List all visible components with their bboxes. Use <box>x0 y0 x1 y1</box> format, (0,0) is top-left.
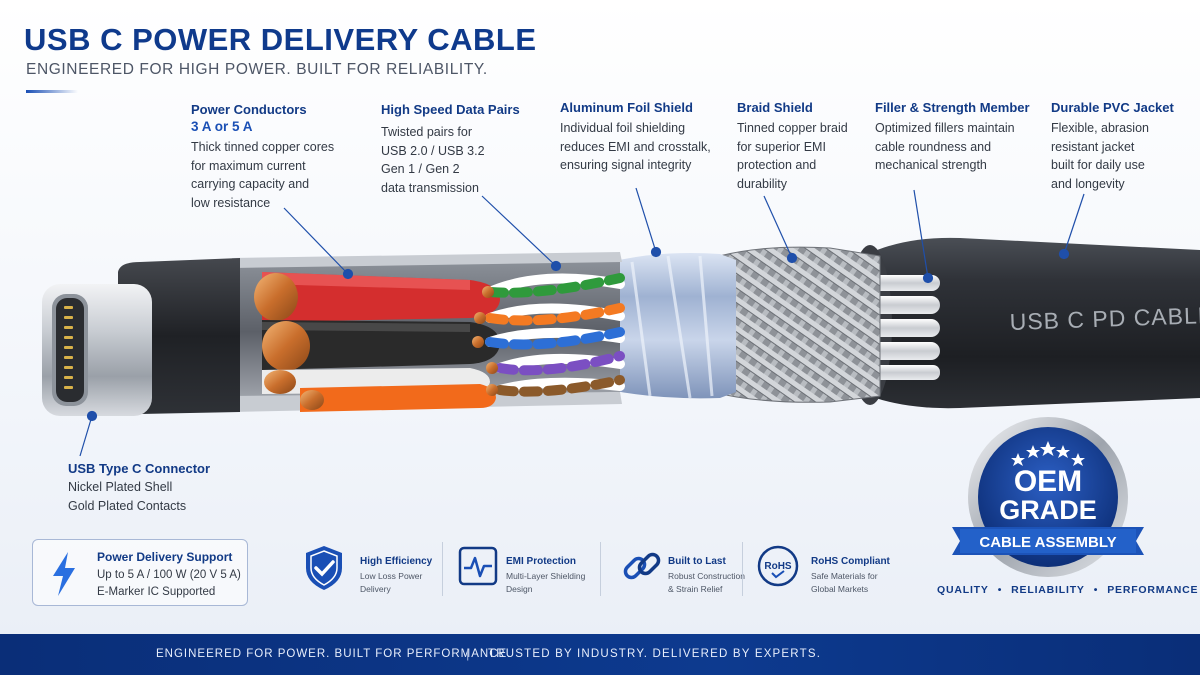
feature-high-efficiency: High Efficiency Low Loss Power Delivery <box>302 542 452 606</box>
oem-grade-badge: OEM GRADE CABLE ASSEMBLY <box>952 417 1144 577</box>
callout-title: Aluminum Foil Shield <box>560 100 693 115</box>
callout-line: for superior EMI <box>737 139 826 154</box>
braid-shield <box>712 247 880 403</box>
lightning-bolt-icon <box>53 552 75 596</box>
pd-spec: Up to 5 A / 100 W (20 V 5 A) <box>97 569 241 581</box>
callout-title: Power Conductors <box>191 102 307 117</box>
callout-line: Tinned copper braid <box>737 121 848 135</box>
feature-title: High Efficiency <box>360 556 433 567</box>
pvc-jacket <box>860 237 1200 409</box>
callout-line: Flexible, abrasion <box>1051 121 1149 135</box>
callout-line: Optimized fillers maintain <box>875 121 1015 135</box>
callout-line: and longevity <box>1051 176 1125 191</box>
feature-rohs: RoHS RoHS Compliant Safe Materials for G… <box>756 542 896 606</box>
pd-title: Power Delivery Support <box>97 550 233 564</box>
pulse-monitor-icon <box>458 546 498 586</box>
page-subtitle: ENGINEERED FOR HIGH POWER. BUILT FOR REL… <box>26 61 488 78</box>
rohs-icon-text: RoHS <box>764 561 792 572</box>
footer-right-text: TRUSTED BY INDUSTRY. DELIVERED BY EXPERT… <box>488 648 822 660</box>
power-conductors <box>254 272 500 412</box>
callout-line: low resistance <box>191 195 271 210</box>
feature-divider <box>442 542 443 596</box>
feature-desc: Robust Construction <box>668 571 746 581</box>
badge-oem: OEM <box>1014 465 1082 498</box>
callout-connector: USB Type C Connector Nickel Plated Shell… <box>68 461 210 515</box>
feature-desc: Safe Materials for <box>811 571 878 581</box>
callout-title: Braid Shield <box>737 100 813 115</box>
callout-line: cable roundness and <box>875 139 992 154</box>
pd-emarker: E-Marker IC Supported <box>97 586 216 598</box>
callout-line: Thick tinned copper cores <box>191 140 335 154</box>
callout-line: mechanical strength <box>875 158 987 172</box>
badge-grade: GRADE <box>999 495 1097 525</box>
feature-title: RoHS Compliant <box>811 556 890 567</box>
callout-braid-shield: Braid Shield Tinned copper braid for sup… <box>737 100 848 193</box>
feature-desc: Global Markets <box>811 584 869 594</box>
badge-stars <box>1011 441 1085 466</box>
footer-separator: | <box>466 646 470 661</box>
callout-line: built for daily use <box>1051 158 1145 172</box>
callout-line: protection and <box>737 158 817 172</box>
footer-bar: ENGINEERED FOR POWER. BUILT FOR PERFORMA… <box>0 634 1200 675</box>
callout-line: carrying capacity and <box>191 177 310 191</box>
rohs-badge-icon: RoHS <box>757 545 799 587</box>
callout-title: High Speed Data Pairs <box>381 102 520 117</box>
feature-desc: Low Loss Power <box>360 571 423 581</box>
page-title: USB C POWER DELIVERY CABLE <box>24 22 537 57</box>
callout-line: data transmission <box>381 180 479 195</box>
tag-dot: • <box>1093 584 1099 596</box>
feature-desc: Design <box>506 584 533 594</box>
feature-desc: & Strain Relief <box>668 584 723 594</box>
callout-title: Durable PVC Jacket <box>1051 100 1174 115</box>
feature-title: Built to Last <box>668 556 726 567</box>
callout-line: Gen 1 / Gen 2 <box>381 162 460 176</box>
callout-line: resistant jacket <box>1051 139 1135 154</box>
feature-divider <box>742 542 743 596</box>
feature-desc: Delivery <box>360 584 391 594</box>
callout-line: reduces EMI and crosstalk, <box>560 139 711 154</box>
callout-line: Gold Plated Contacts <box>68 498 187 513</box>
data-pairs <box>485 273 625 397</box>
callout-title: USB Type C Connector <box>68 461 211 476</box>
callout-line: Nickel Plated Shell <box>68 480 173 494</box>
callout-line: for maximum current <box>191 158 306 173</box>
power-delivery-panel: Power Delivery Support Up to 5 A / 100 W… <box>32 539 248 606</box>
badge-tag-quality: QUALITY <box>937 584 989 596</box>
callout-line: USB 2.0 / USB 3.2 <box>381 143 485 158</box>
feature-built-to-last: Built to Last Robust Construction & Stra… <box>620 542 750 606</box>
callout-data-pairs: High Speed Data Pairs Twisted pairs for … <box>381 102 520 197</box>
callout-filler: Filler & Strength Member Optimized fille… <box>875 100 1030 175</box>
leader-lines <box>79 187 1085 457</box>
callout-line: durability <box>737 176 788 191</box>
badge-ribbon: CABLE ASSEMBLY <box>979 534 1116 551</box>
badge-tagline: QUALITY • RELIABILITY • PERFORMANCE <box>937 584 1197 596</box>
callout-line: ensuring signal integrity <box>560 158 692 172</box>
feature-title: EMI Protection <box>506 556 577 567</box>
tag-dot: • <box>997 584 1003 596</box>
callout-jacket: Durable PVC Jacket Flexible, abrasion re… <box>1051 100 1174 193</box>
badge-tag-performance: PERFORMANCE <box>1107 584 1199 596</box>
footer-left-text: ENGINEERED FOR POWER. BUILT FOR PERFORMA… <box>156 648 512 660</box>
callout-foil-shield: Aluminum Foil Shield Individual foil shi… <box>560 100 711 175</box>
title-underline <box>26 90 78 93</box>
chain-link-icon <box>623 552 661 580</box>
callout-line: Individual foil shielding <box>560 121 686 135</box>
callout-rating: 3 A or 5 A <box>191 119 253 134</box>
shield-check-icon <box>306 546 342 590</box>
badge-tag-reliability: RELIABILITY <box>1011 584 1085 596</box>
callout-title: Filler & Strength Member <box>875 100 1030 115</box>
callout-line: Twisted pairs for <box>381 125 473 139</box>
feature-divider <box>600 542 601 596</box>
feature-desc: Multi-Layer Shielding <box>506 571 586 581</box>
callout-power-conductors: Power Conductors 3 A or 5 A Thick tinned… <box>191 102 334 212</box>
foil-shield <box>610 253 736 399</box>
feature-emi-protection: EMI Protection Multi-Layer Shielding Des… <box>458 542 608 606</box>
jacket-print: USB C PD CABLE <box>1009 302 1200 335</box>
